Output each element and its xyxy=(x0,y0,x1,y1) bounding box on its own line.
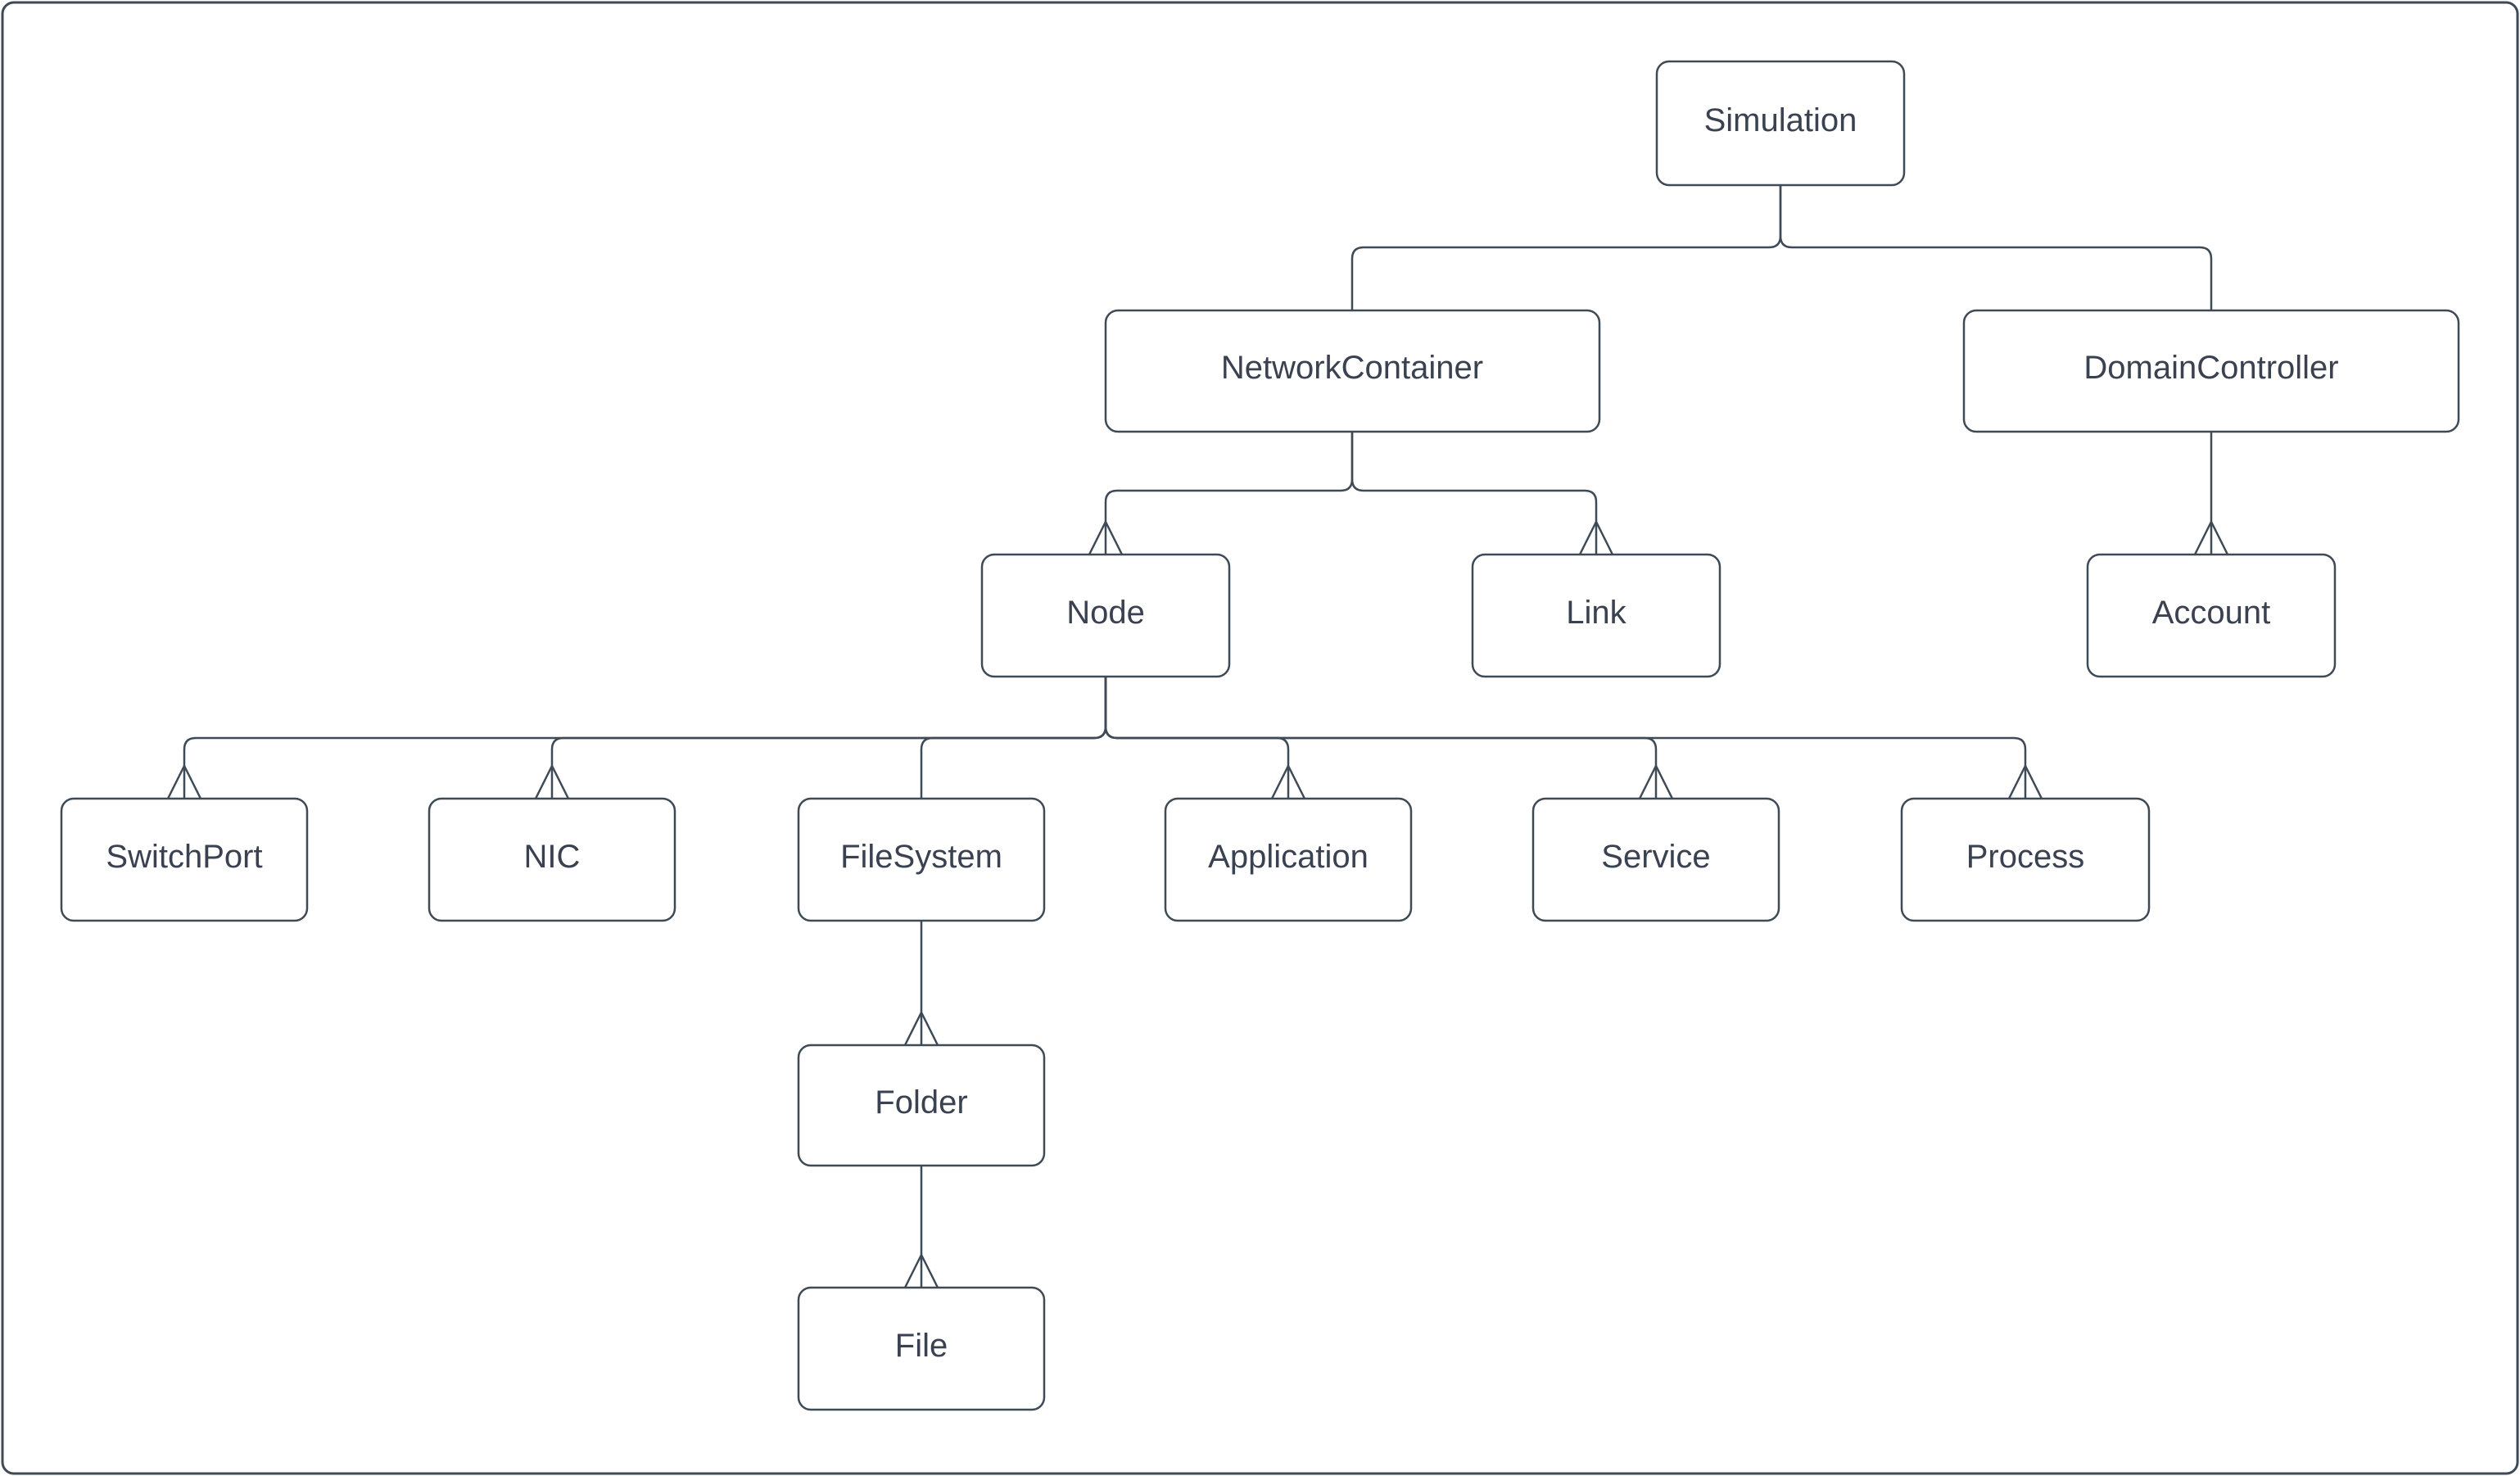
arrowhead-layer xyxy=(166,520,2229,1288)
edge-domaincontroller-account-arrowhead-icon xyxy=(2193,520,2229,555)
node-domaincontroller: DomainController xyxy=(1962,309,2460,433)
node-service-label: Service xyxy=(1601,839,1710,875)
node-link: Link xyxy=(1471,553,1721,678)
node-file-box xyxy=(797,1286,1046,1411)
node-account-box xyxy=(2086,553,2337,678)
node-application-box xyxy=(1164,797,1413,922)
node-filesystem: FileSystem xyxy=(797,797,1046,922)
node-simulation-box xyxy=(1655,60,1906,187)
node-process-box xyxy=(1900,797,2151,922)
edge-node-process-arrowhead-icon xyxy=(2007,764,2043,799)
node-node-box xyxy=(980,553,1231,678)
node-folder: Folder xyxy=(797,1044,1046,1167)
edge-node-process xyxy=(1104,677,2027,799)
edge-simulation-domaincontroller xyxy=(1779,185,2213,310)
node-domaincontroller-label: DomainController xyxy=(2083,350,2338,386)
node-nic: NIC xyxy=(428,797,676,922)
edge-node-filesystem xyxy=(920,677,1107,799)
edge-simulation-networkcontainer xyxy=(1350,185,1782,310)
node-filesystem-label: FileSystem xyxy=(840,839,1002,875)
node-file: File xyxy=(797,1286,1046,1411)
node-nic-box xyxy=(428,797,676,922)
edge-networkcontainer-node xyxy=(1104,432,1354,555)
node-process-label: Process xyxy=(1966,839,2085,875)
node-node: Node xyxy=(980,553,1231,678)
node-folder-label: Folder xyxy=(875,1084,967,1121)
node-networkcontainer-label: NetworkContainer xyxy=(1221,350,1483,386)
node-domaincontroller-box xyxy=(1962,309,2460,433)
node-account-label: Account xyxy=(2152,595,2271,631)
node-networkcontainer-box xyxy=(1104,309,1601,433)
node-service-box xyxy=(1531,797,1780,922)
node-networkcontainer: NetworkContainer xyxy=(1104,309,1601,433)
node-folder-box xyxy=(797,1044,1046,1167)
node-node-label: Node xyxy=(1066,595,1145,631)
edge-folder-file-arrowhead-icon xyxy=(903,1253,939,1288)
node-link-box xyxy=(1471,553,1721,678)
node-layer: Simulation NetworkContainer DomainContro… xyxy=(60,60,2460,1411)
edge-node-application-arrowhead-icon xyxy=(1270,764,1306,799)
node-nic-label: NIC xyxy=(524,839,581,875)
edge-networkcontainer-link xyxy=(1350,432,1598,555)
edge-node-switchport-arrowhead-icon xyxy=(166,764,202,799)
node-service: Service xyxy=(1531,797,1780,922)
node-link-label: Link xyxy=(1566,595,1626,631)
edge-node-service-arrowhead-icon xyxy=(1638,764,1674,799)
edge-node-nic-arrowhead-icon xyxy=(534,764,570,799)
edge-layer xyxy=(183,185,2213,1288)
node-switchport-label: SwitchPort xyxy=(106,839,262,875)
node-account: Account xyxy=(2086,553,2337,678)
node-process: Process xyxy=(1900,797,2151,922)
node-simulation: Simulation xyxy=(1655,60,1906,187)
node-filesystem-box xyxy=(797,797,1046,922)
node-application: Application xyxy=(1164,797,1413,922)
edge-networkcontainer-link-arrowhead-icon xyxy=(1578,520,1614,555)
node-switchport-box xyxy=(60,797,309,922)
node-simulation-label: Simulation xyxy=(1704,102,1857,138)
node-switchport: SwitchPort xyxy=(60,797,309,922)
node-application-label: Application xyxy=(1208,839,1369,875)
edge-filesystem-folder-arrowhead-icon xyxy=(903,1011,939,1046)
edge-networkcontainer-node-arrowhead-icon xyxy=(1088,520,1124,555)
node-file-label: File xyxy=(895,1328,948,1364)
